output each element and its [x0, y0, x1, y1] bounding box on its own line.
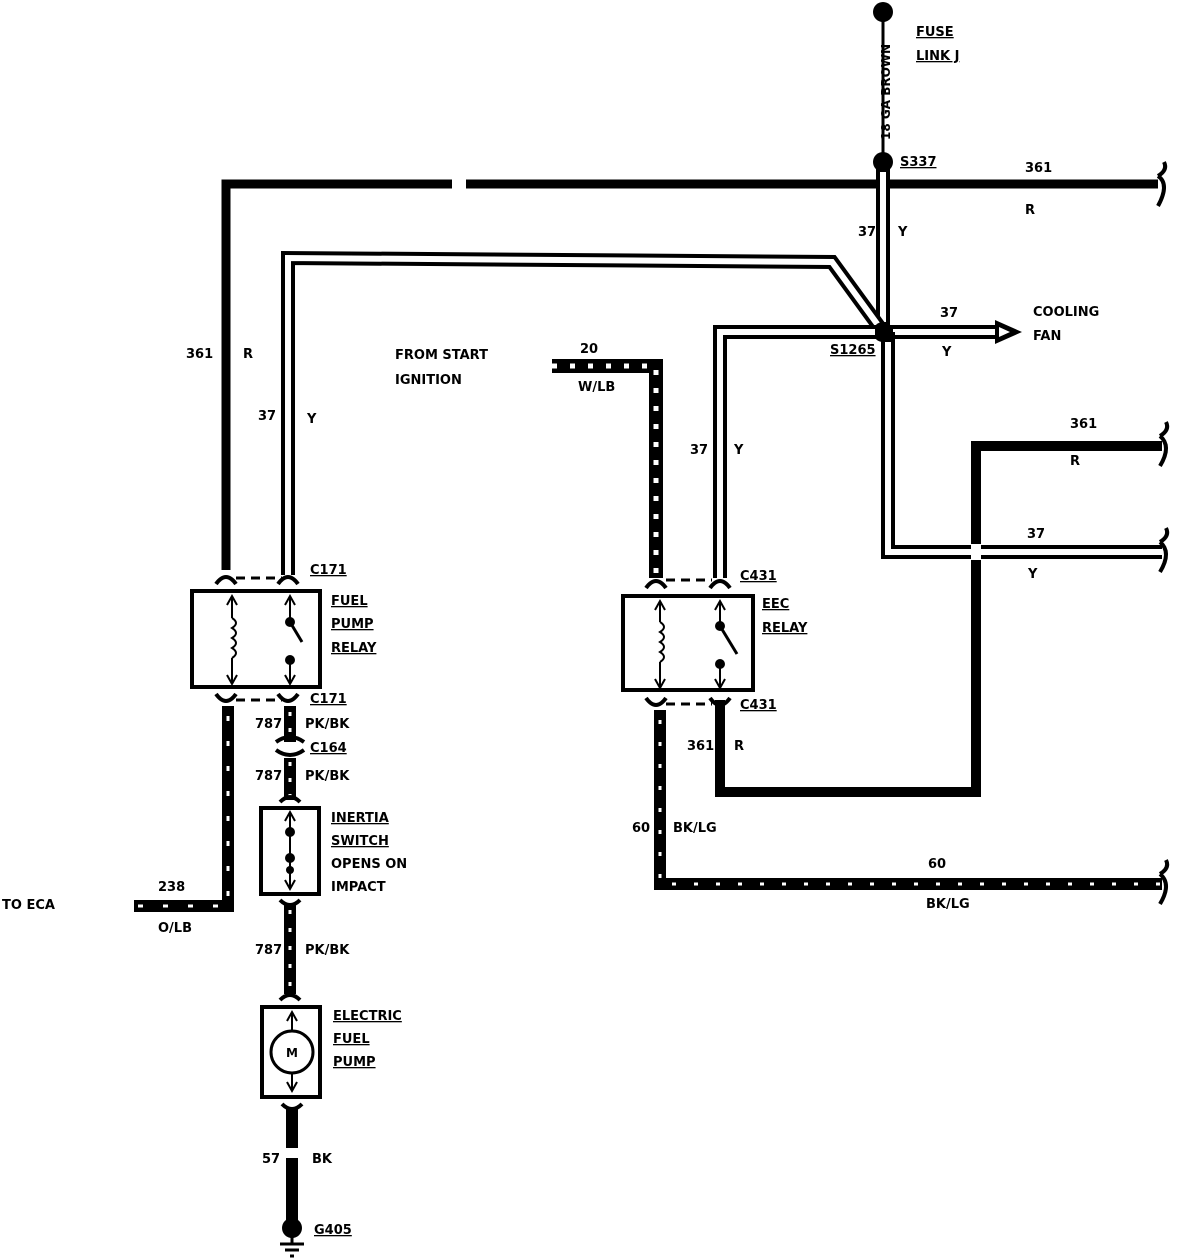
fuel-pump-relay-label-1: FUEL	[331, 594, 368, 609]
connector-c431-top: C431	[740, 569, 777, 584]
wire-57-color: BK	[312, 1152, 333, 1167]
from-start-label-1: FROM START	[395, 348, 488, 363]
inertia-switch: INERTIA SWITCH OPENS ON IMPACT	[259, 806, 407, 896]
cooling-fan-label-2: FAN	[1033, 329, 1061, 344]
wire-60-h-color: BK/LG	[926, 897, 970, 912]
splice-s337-label: S337	[900, 155, 937, 170]
wire-787-a-number: 787	[255, 717, 282, 732]
connector-c164-label: C164	[310, 741, 347, 756]
wire-37-mid-color: Y	[733, 443, 744, 458]
wire-continuation-arrow	[1158, 421, 1170, 468]
connector-c171-top: C171	[310, 563, 347, 578]
cooling-fan-label-1: COOLING	[1033, 305, 1099, 320]
eec-relay-label-1: EEC	[762, 597, 789, 612]
wire-60-v-number: 60	[632, 821, 650, 836]
wire-37-vertical-color: Y	[897, 225, 908, 240]
inertia-switch-label-3: OPENS ON	[331, 857, 407, 872]
fuel-pump-label-3: PUMP	[333, 1055, 376, 1070]
wire-37-cooling-number: 37	[940, 306, 958, 321]
wire-361-eec-number: 361	[687, 739, 714, 754]
wire-continuation-arrow	[1158, 859, 1170, 906]
wire-361-left-number: 361	[186, 347, 213, 362]
wire-787-a-color: PK/BK	[305, 717, 350, 732]
eec-relay: C431 EEC RELAY C431	[621, 569, 808, 713]
wire-37-eec: 37 Y	[690, 325, 883, 578]
relay-coil-icon	[230, 617, 237, 659]
wire-238-number: 238	[158, 880, 185, 895]
wire-37-right: 37 Y	[881, 332, 1170, 582]
fuse-link-label-1: FUSE	[916, 25, 954, 40]
motor-label: M	[286, 1046, 298, 1060]
wire-37-left-number: 37	[258, 409, 276, 424]
fuse-link-label-2: LINK J	[916, 49, 959, 64]
fuse-link-branch: 18 GA BROWN FUSE LINK J S337	[873, 2, 959, 172]
fuel-pump-relay: C171 FUEL PUMP RELAY C171	[190, 563, 377, 707]
wire-361-right-number: 361	[1070, 417, 1097, 432]
wire-20-color: W/LB	[578, 380, 615, 395]
fuel-pump-label-2: FUEL	[333, 1032, 370, 1047]
inertia-switch-label-2: SWITCH	[331, 834, 389, 849]
wire-37-cooling-color: Y	[941, 345, 952, 360]
wire-60-v-color: BK/LG	[673, 821, 717, 836]
wire-361-top-number: 361	[1025, 161, 1052, 176]
wire-238-to-eca: TO ECA 238 O/LB	[2, 706, 234, 936]
electric-fuel-pump: M ELECTRIC FUEL PUMP	[260, 1005, 402, 1099]
wire-20-start-ignition: FROM START IGNITION 20 W/LB	[395, 342, 663, 578]
wire-37-right-number: 37	[1027, 527, 1045, 542]
wire-238-color: O/LB	[158, 921, 192, 936]
wire-787-c-color: PK/BK	[305, 943, 350, 958]
wire-361-eec-color: R	[734, 739, 744, 754]
splice-s1265-label: S1265	[830, 343, 876, 358]
wire-37-left: 37 Y	[258, 250, 889, 575]
wire-787-c: 787 PK/BK	[255, 898, 350, 1002]
wire-60-h-number: 60	[928, 857, 946, 872]
fuel-pump-relay-label-3: RELAY	[331, 641, 377, 656]
wire-361-right-color: R	[1070, 454, 1080, 469]
ground-g405-label: G405	[314, 1223, 352, 1238]
wire-37-mid-number: 37	[690, 443, 708, 458]
inertia-switch-label-1: INERTIA	[331, 811, 389, 826]
brown-wire-label: 18 GA BROWN	[879, 44, 893, 140]
wire-787-b-color: PK/BK	[305, 769, 350, 784]
wire-361-top: 361 R	[221, 161, 1168, 570]
eec-relay-box	[621, 594, 755, 692]
wire-37-vertical: 37 Y	[858, 162, 908, 332]
wire-continuation-arrow	[1156, 161, 1168, 207]
to-eca-label: TO ECA	[2, 898, 55, 913]
relay-switch-icon	[288, 621, 304, 643]
wire-37-vertical-number: 37	[858, 225, 876, 240]
fuel-pump-label-1: ELECTRIC	[333, 1009, 402, 1024]
eec-relay-label-2: RELAY	[762, 621, 808, 636]
from-start-label-2: IGNITION	[395, 373, 462, 388]
connector-c431-bottom: C431	[740, 698, 777, 713]
wire-57-ground: 57 BK G405	[262, 1102, 352, 1258]
ground-g405-dot	[282, 1218, 302, 1238]
wire-787-c-number: 787	[255, 943, 282, 958]
wire-787-b-number: 787	[255, 769, 282, 784]
wire-continuation-arrow	[1158, 527, 1170, 574]
inertia-switch-label-4: IMPACT	[331, 880, 386, 895]
relay-coil-icon	[658, 621, 665, 663]
wire-60: 60 BK/LG 60 BK/LG	[632, 710, 1170, 912]
wire-57-number: 57	[262, 1152, 280, 1167]
wire-37-right-color: Y	[1027, 567, 1038, 582]
wire-37-left-color: Y	[306, 412, 317, 427]
wire-20-number: 20	[580, 342, 598, 357]
wire-37-cooling-fan: 37 Y COOLING FAN	[883, 305, 1099, 360]
wire-787-a: 787 PK/BK	[255, 706, 350, 742]
connector-c164: C164	[274, 735, 347, 757]
relay-switch-icon	[718, 625, 739, 655]
wire-361-top-color: R	[1025, 203, 1035, 218]
wire-361-left-color: R	[243, 347, 253, 362]
wire-361-eec-loop: 361 R 361 R	[687, 417, 1170, 797]
fuel-pump-relay-label-2: PUMP	[331, 617, 374, 632]
wire-787-b: 787 PK/BK	[255, 758, 350, 804]
connector-c171-bottom: C171	[310, 692, 347, 707]
